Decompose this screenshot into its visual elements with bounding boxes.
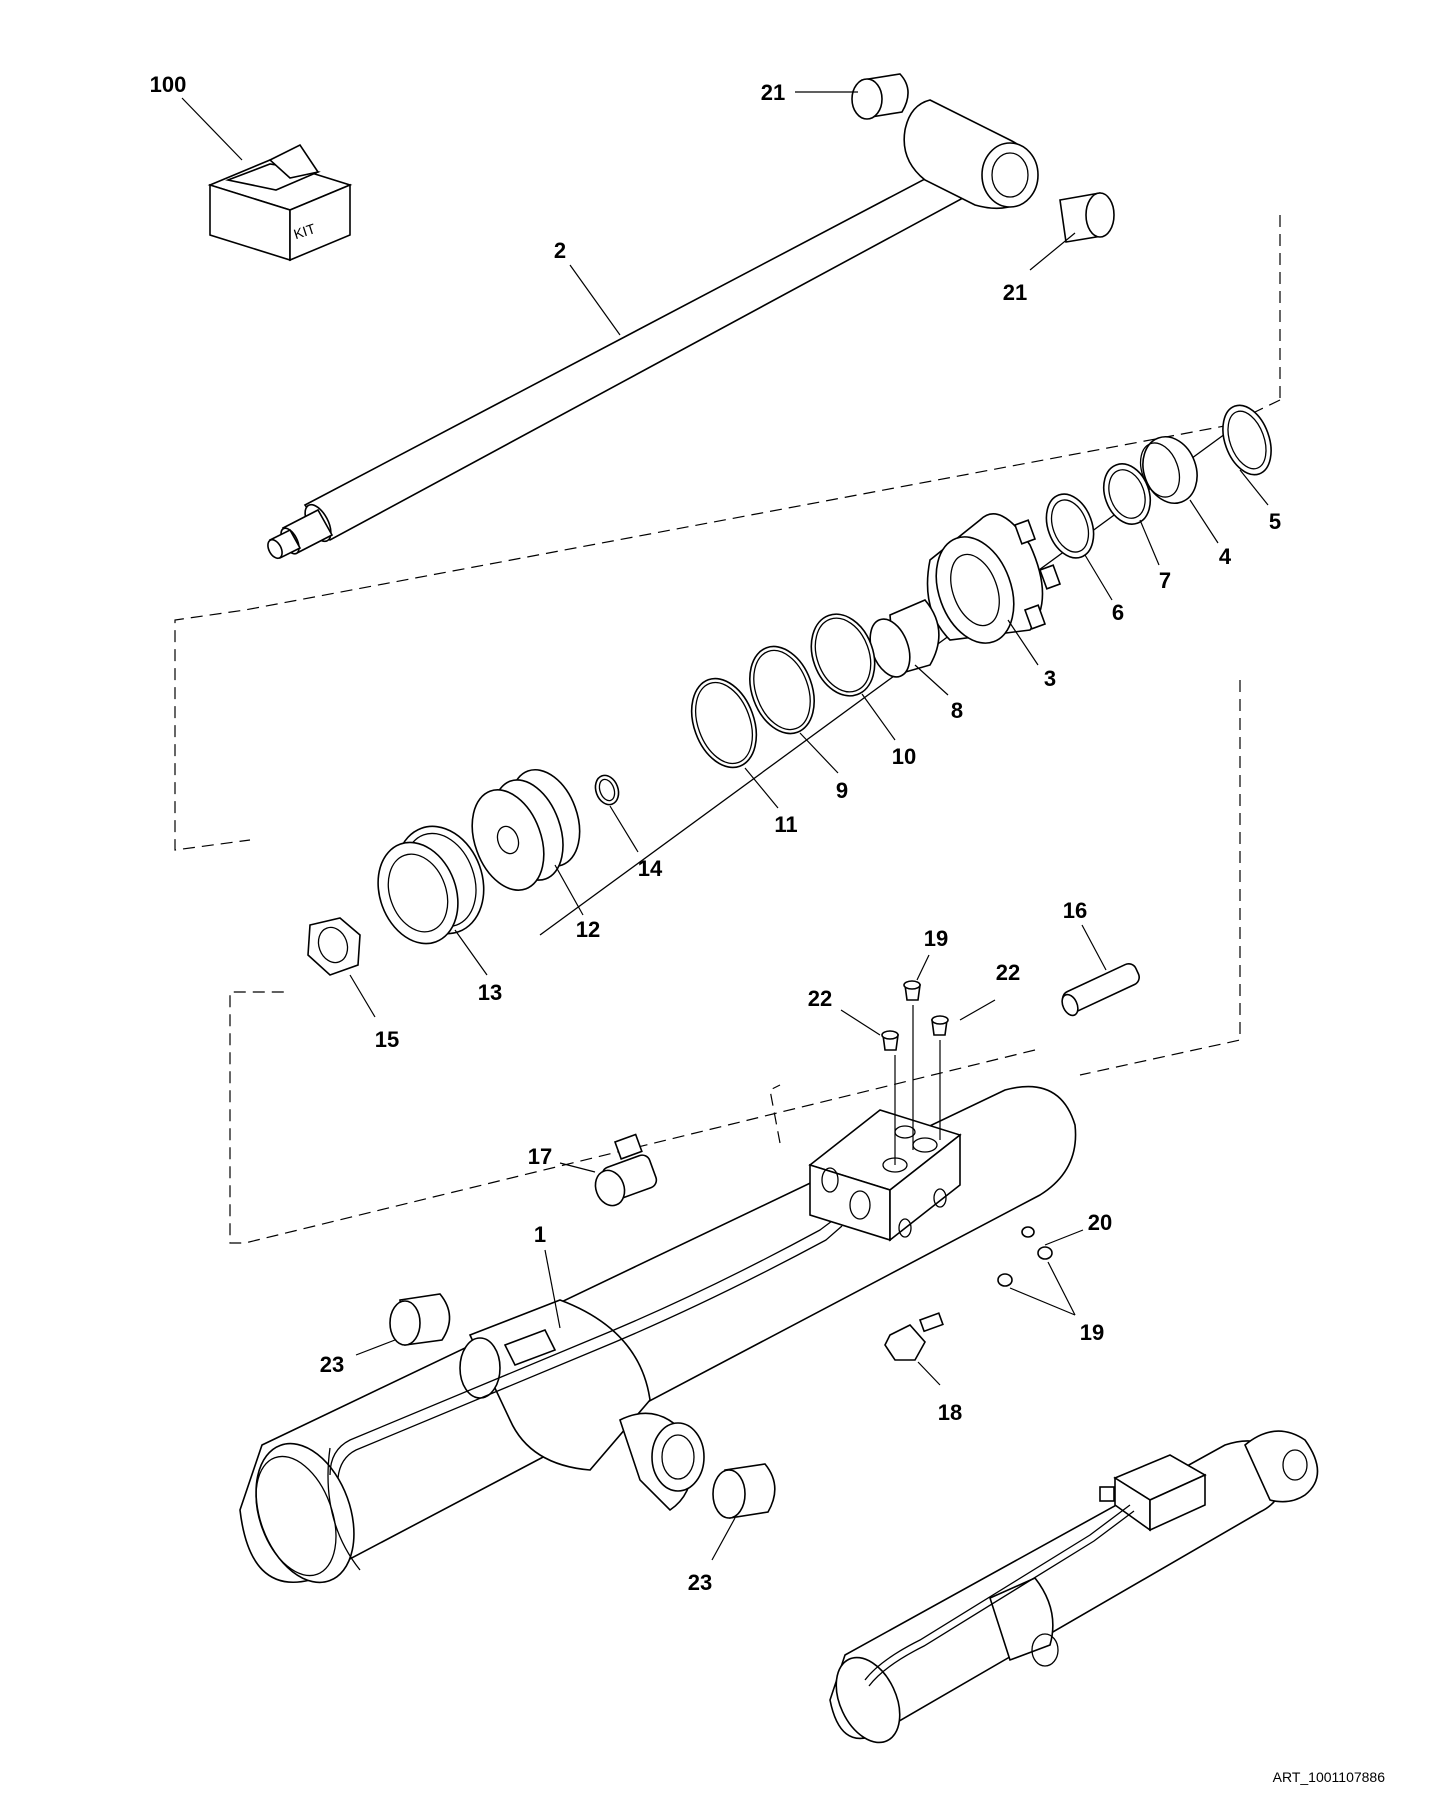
callout-9: 9 [836, 778, 848, 803]
callout-23-top: 23 [320, 1352, 344, 1377]
assembled-view-inset [829, 1430, 1319, 1744]
callout-19-bottom: 19 [1080, 1320, 1104, 1345]
callout-21-bottom: 21 [1003, 280, 1027, 305]
callout-100: 100 [150, 72, 187, 97]
piston-row [307, 768, 581, 976]
barrel-assembly [229, 680, 1241, 1584]
bushing-23-bottom [712, 1463, 776, 1519]
callout-15: 15 [375, 1027, 399, 1052]
callout-16: 16 [1063, 898, 1087, 923]
art-number: ART_1001107886 [1273, 1769, 1386, 1785]
leader-lines [181, 91, 1269, 1561]
bushing-8 [869, 599, 940, 678]
callout-2: 2 [554, 238, 566, 263]
solenoid-17 [594, 1133, 658, 1207]
callout-14: 14 [638, 856, 663, 881]
callout-20: 20 [1088, 1210, 1112, 1235]
callout-22-left: 22 [808, 986, 832, 1011]
gland-head-3 [926, 513, 1062, 644]
callout-13: 13 [478, 980, 502, 1005]
callout-5: 5 [1269, 509, 1281, 534]
callout-4: 4 [1219, 544, 1232, 569]
orifice-plugs [881, 980, 1053, 1287]
callout-7: 7 [1159, 568, 1171, 593]
plug-18 [884, 1312, 944, 1361]
nut-15 [307, 917, 361, 976]
callout-8: 8 [951, 698, 963, 723]
callout-1: 1 [534, 1222, 546, 1247]
bushing-21-top [851, 73, 909, 120]
callout-6: 6 [1112, 600, 1124, 625]
callout-labels: 100 21 21 2 5 4 7 6 3 8 10 9 11 14 12 13… [150, 72, 1281, 1595]
seal-13 [377, 825, 485, 945]
cartridge-16 [1061, 963, 1140, 1017]
kit-box: KIT [207, 143, 353, 262]
gland-seals-row [174, 399, 1281, 936]
bushing-21-bottom [1059, 192, 1115, 243]
callout-17: 17 [528, 1144, 552, 1169]
valve-block [808, 1109, 962, 1242]
callout-22-right: 22 [996, 960, 1020, 985]
callout-19-top: 19 [924, 926, 948, 951]
kit-box-label: KIT [292, 220, 318, 242]
callout-10: 10 [892, 744, 916, 769]
callout-23-bottom: 23 [688, 1570, 712, 1595]
callout-18: 18 [938, 1400, 962, 1425]
callout-11: 11 [774, 812, 797, 837]
rod-assembly [267, 73, 1281, 560]
bushing-23-top [389, 1293, 451, 1346]
callout-3: 3 [1044, 666, 1056, 691]
callout-12: 12 [576, 917, 600, 942]
callout-21-top: 21 [761, 80, 785, 105]
piston-12 [471, 768, 581, 891]
